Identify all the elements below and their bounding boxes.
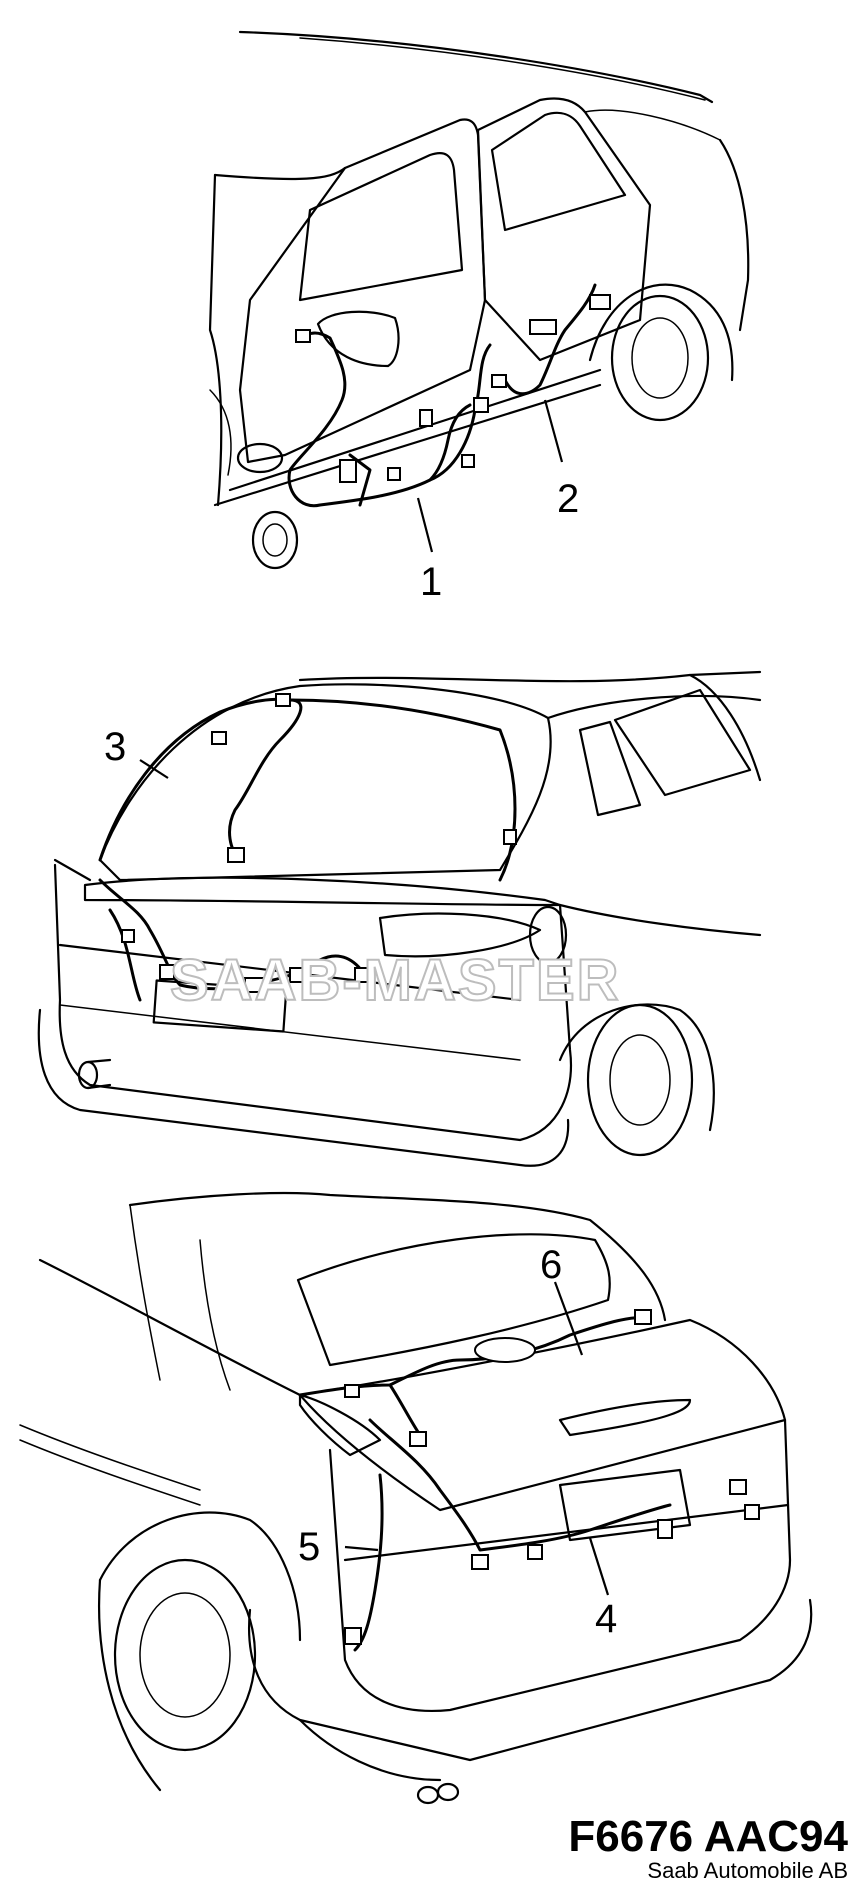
exhaust-pipe	[436, 1782, 460, 1802]
tail-lamp	[298, 1393, 382, 1457]
boot-lid	[298, 1318, 787, 1512]
harness-boot-lid	[298, 1315, 652, 1397]
rear-wheel	[586, 1003, 694, 1157]
tailgate-glass	[98, 683, 552, 882]
front-door-outline	[238, 118, 487, 464]
grommet	[236, 442, 284, 474]
harness-tailgate	[98, 697, 303, 862]
panel-convertible: 6 5 4	[19, 1191, 813, 1805]
rear-wheel	[113, 1558, 257, 1752]
panel-hatchback: SAAB-MASTER 3	[37, 670, 762, 1167]
soft-top	[128, 1191, 667, 1322]
callout-3: 3	[104, 725, 126, 769]
rear-door-outline	[476, 97, 652, 362]
rear-body	[53, 863, 572, 1142]
body-side	[558, 903, 762, 937]
tail-lamp	[378, 912, 542, 958]
brake-light	[558, 1398, 692, 1437]
license-plate-recess	[558, 1468, 692, 1542]
rear-wheel-arch	[588, 283, 734, 382]
door-sill	[228, 368, 602, 492]
roof-line	[238, 30, 714, 104]
rear-window	[490, 111, 627, 232]
copyright-text: Saab Automobile AB	[647, 1858, 848, 1883]
front-window	[298, 152, 464, 302]
door-mirror	[316, 310, 400, 368]
drawing-code: F6676 AAC94	[568, 1812, 848, 1861]
a-pillar	[213, 166, 347, 181]
rear-wheel	[610, 294, 710, 422]
connector	[295, 329, 311, 343]
rear-bumper	[248, 1598, 813, 1762]
soft-top-window	[296, 1233, 611, 1367]
side-window	[613, 688, 752, 797]
roof-outline	[298, 670, 762, 683]
harness-rear-panel	[368, 1418, 672, 1552]
callout-1: 1	[420, 560, 442, 604]
harness-front-door	[287, 331, 492, 508]
rear-bumper	[37, 1008, 570, 1167]
callout-5: 5	[298, 1525, 320, 1569]
harness-rear-door	[503, 283, 597, 396]
callout-6: 6	[540, 1243, 562, 1287]
speaker	[251, 510, 299, 570]
panel-doors: 1 2	[208, 30, 750, 604]
rear-spoiler	[83, 876, 562, 907]
license-plate-recess	[152, 979, 288, 1033]
callout-2: 2	[557, 477, 579, 521]
harness-tail-lamp	[353, 1473, 384, 1652]
callout-4: 4	[595, 1597, 617, 1641]
exhaust-pipe	[416, 1785, 440, 1805]
watermark: SAAB-MASTER	[170, 948, 621, 1013]
rear-face	[328, 1418, 792, 1712]
connector-round	[474, 1337, 536, 1363]
